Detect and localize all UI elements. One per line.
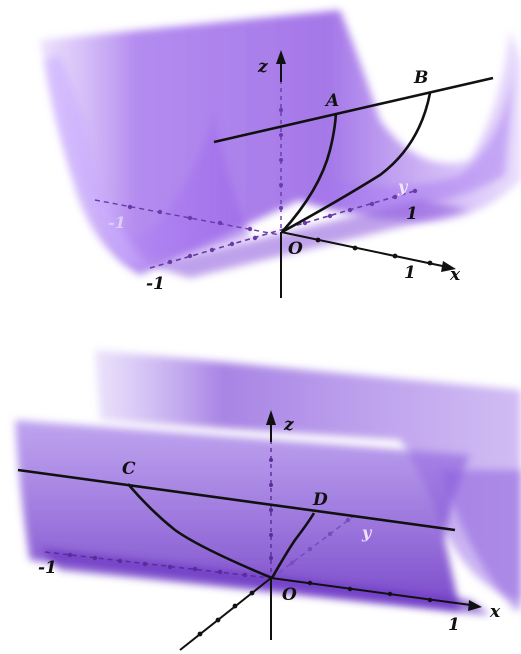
- bottom-line-cd: [17, 468, 456, 532]
- bottom-curve-od: [270, 512, 316, 579]
- top-point-b: B: [413, 68, 428, 88]
- bottom-x-one-label: 1: [448, 615, 460, 635]
- bottom-y-minus-one-label: -1: [38, 558, 57, 578]
- bottom-x-axis: [270, 577, 479, 607]
- bottom-x-neg-ticks: [197, 590, 255, 637]
- top-x-back-ticks: [127, 204, 253, 232]
- bottom-x-ticks: [307, 580, 433, 603]
- top-x-ticks: [315, 237, 433, 266]
- bottom-z-label: z: [283, 415, 294, 435]
- top-curve-oa: [281, 112, 338, 233]
- top-surface-left-wall: [45, 55, 150, 268]
- bottom-valley-dashed: [44, 551, 271, 579]
- top-x-axis: [280, 231, 453, 269]
- bottom-figure: z C D y O x 1 -1: [15, 350, 521, 651]
- top-origin-label: O: [288, 239, 303, 259]
- top-z-ticks: [279, 108, 283, 210]
- bottom-x-arrow: [468, 600, 482, 611]
- top-figure: z A B O x 1 y 1 -1 -1: [40, 10, 521, 298]
- bottom-curve-oc: [127, 483, 273, 580]
- top-y-label: y: [397, 177, 409, 196]
- top-y-ticks: [167, 188, 418, 265]
- bottom-z-ticks: [269, 458, 273, 560]
- top-point-a: A: [324, 91, 339, 111]
- bottom-origin-label: O: [282, 585, 297, 605]
- bottom-y-label: y: [361, 523, 373, 542]
- top-z-arrow: [276, 50, 286, 64]
- bottom-valley-ticks: [67, 552, 248, 578]
- top-curve-ob: [281, 92, 432, 234]
- top-line-ab: [213, 76, 494, 144]
- top-y-minus-one-label: -1: [146, 274, 165, 294]
- top-surface-front: [60, 70, 250, 258]
- top-x-minus-one-label: -1: [108, 213, 126, 232]
- top-x-label: x: [449, 265, 461, 285]
- bottom-x-label: x: [489, 602, 501, 622]
- bottom-x-axis-neg: [179, 577, 272, 651]
- bottom-surface-back: [95, 350, 521, 600]
- bottom-point-d: D: [312, 490, 328, 510]
- bottom-z-arrow: [266, 410, 276, 425]
- top-y-one-label: 1: [406, 204, 418, 224]
- top-x-arrow: [441, 261, 456, 272]
- bottom-surface-right-wall: [440, 470, 521, 610]
- top-z-label: z: [257, 57, 268, 77]
- bottom-y-ticks: [289, 517, 351, 566]
- bottom-point-c: C: [122, 459, 136, 479]
- top-x-one-label: 1: [404, 263, 416, 283]
- top-surface-right-wall: [300, 60, 515, 209]
